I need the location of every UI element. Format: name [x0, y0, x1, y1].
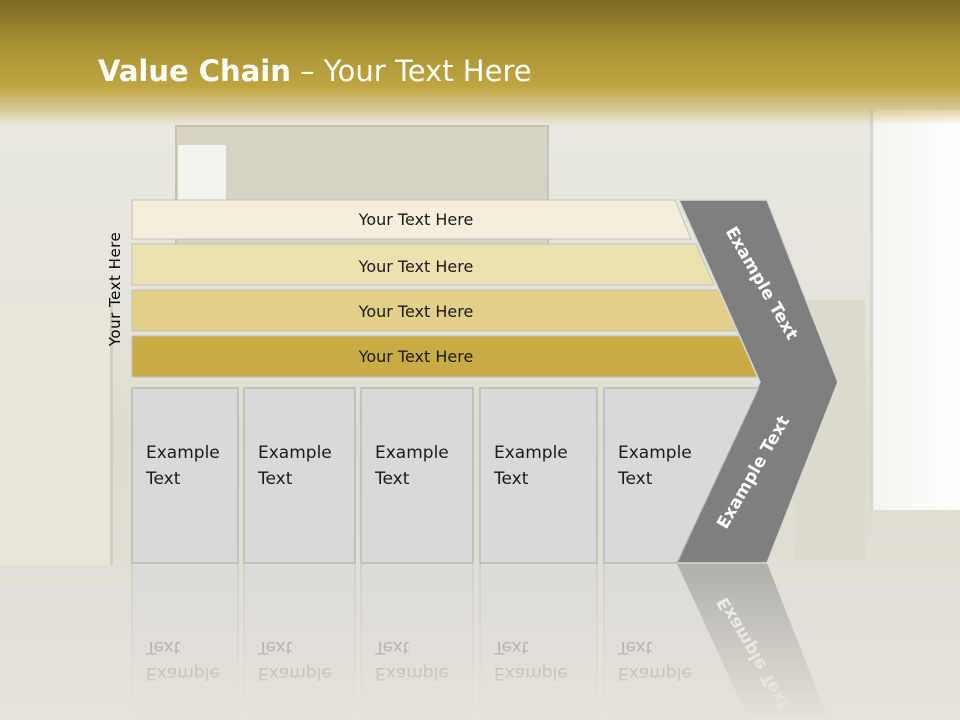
bar-2-label: Your Text Here	[358, 257, 474, 276]
example-box-1-line-2-reflection: Text	[145, 637, 181, 657]
chevron-shape	[675, 199, 839, 564]
example-box-2	[243, 387, 356, 564]
example-box-3-line-2-reflection: Text	[374, 637, 410, 657]
example-box-2-line-2-reflection: Text	[257, 637, 293, 657]
example-box-4-line-1: Example	[494, 443, 568, 463]
example-box-4	[479, 387, 598, 564]
example-box-5-line-2: Text	[617, 469, 653, 489]
example-box-1	[131, 387, 239, 564]
example-box-1-line-1-reflection: Example	[146, 663, 220, 683]
example-box-2-line-1-reflection: Example	[258, 663, 332, 683]
example-box-3-line-2: Text	[374, 469, 410, 489]
bar-1	[131, 199, 692, 240]
bar-stack: Your Text Here Your Text Here Your Text …	[131, 199, 764, 378]
example-box-3-line-1-reflection: Example	[375, 663, 449, 683]
title-rest: – Your Text Here	[290, 54, 532, 88]
example-box-5-line-1-reflection: Example	[618, 663, 692, 683]
background-window	[870, 110, 960, 510]
example-box-2-line-1: Example	[258, 443, 332, 463]
chevron-reflection	[677, 563, 829, 720]
example-box-1-reflection	[131, 562, 239, 720]
example-box-4-reflection	[479, 562, 598, 720]
example-box-5-line-1: Example	[618, 443, 692, 463]
header-band	[0, 0, 960, 125]
bar-4-label: Your Text Here	[358, 347, 474, 366]
example-box-4-line-2: Text	[493, 469, 529, 489]
page-title: Value Chain – Your Text Here	[98, 54, 532, 88]
example-box-4-line-2-reflection: Text	[493, 637, 529, 657]
bar-3-label: Your Text Here	[358, 302, 474, 321]
title-bold: Value Chain	[98, 54, 291, 88]
example-box-5-line-2-reflection: Text	[617, 637, 653, 657]
example-box-4-line-1-reflection: Example	[494, 663, 568, 683]
example-box-2-line-2: Text	[257, 469, 293, 489]
example-box-1-line-2: Text	[145, 469, 181, 489]
example-box-3-line-1: Example	[375, 443, 449, 463]
example-box-5	[603, 387, 760, 564]
example-box-2-reflection	[243, 562, 356, 720]
background-binder	[178, 145, 226, 200]
background-partition	[0, 305, 113, 565]
bar-2	[131, 243, 715, 286]
example-box-1-line-1: Example	[146, 443, 220, 463]
chevron-arrow: Example Text Example Text	[675, 199, 839, 564]
bar-1-label: Your Text Here	[358, 210, 474, 229]
example-box-3	[360, 387, 474, 564]
